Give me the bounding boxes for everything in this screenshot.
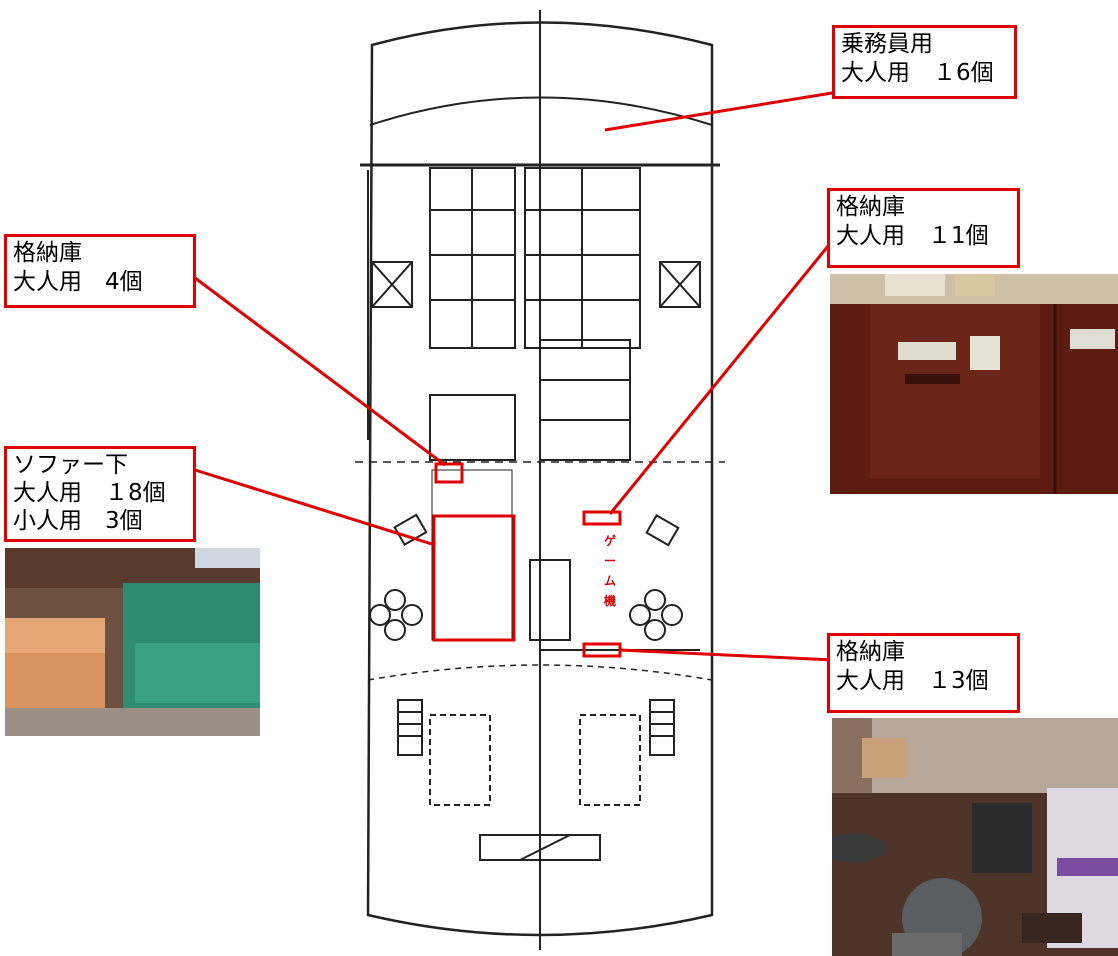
callout-sofa-title: ソファー下 — [13, 452, 128, 478]
game-label-2: ー — [604, 554, 616, 568]
photo-storage-right-bottom — [832, 718, 1118, 956]
callout-storage-left: 格納庫 大人用 4個 — [4, 234, 196, 308]
callout-sofa: ソファー下 大人用 １8個 小人用 3個 — [4, 446, 196, 542]
callout-sofa-adult: 大人用 １8個 — [13, 480, 166, 506]
callout-crew: 乗務員用 大人用 １6個 — [832, 25, 1017, 99]
leader-storage-right-top — [608, 239, 835, 515]
callout-storage-left-title: 格納庫 — [13, 240, 82, 266]
callout-sofa-child: 小人用 3個 — [13, 508, 143, 534]
leader-sofa — [194, 468, 436, 547]
highlight-storage-right-top — [582, 510, 622, 526]
leader-storage-right-bottom — [619, 648, 834, 662]
game-label-1: ゲ — [604, 533, 616, 548]
callout-storage-right-top-title: 格納庫 — [836, 194, 905, 220]
callout-crew-count: 大人用 １6個 — [841, 60, 994, 86]
photo-storage-right-top — [830, 274, 1118, 494]
highlight-storage-left — [434, 462, 464, 484]
highlight-sofa — [432, 514, 516, 642]
callout-storage-left-count: 大人用 4個 — [13, 269, 143, 295]
leader-crew — [604, 90, 839, 132]
leader-storage-left — [194, 276, 446, 467]
game-label-4: 機 — [604, 593, 616, 608]
callout-storage-right-bottom-count: 大人用 １3個 — [836, 668, 989, 694]
game-label-3: ム — [604, 574, 616, 588]
callout-storage-right-top-count: 大人用 １1個 — [836, 223, 989, 249]
photo-sofa — [5, 548, 260, 736]
callout-crew-title: 乗務員用 — [841, 31, 933, 57]
callout-storage-right-bottom-title: 格納庫 — [836, 639, 905, 665]
callout-storage-right-top: 格納庫 大人用 １1個 — [827, 188, 1020, 268]
callout-storage-right-bottom: 格納庫 大人用 １3個 — [827, 633, 1020, 713]
